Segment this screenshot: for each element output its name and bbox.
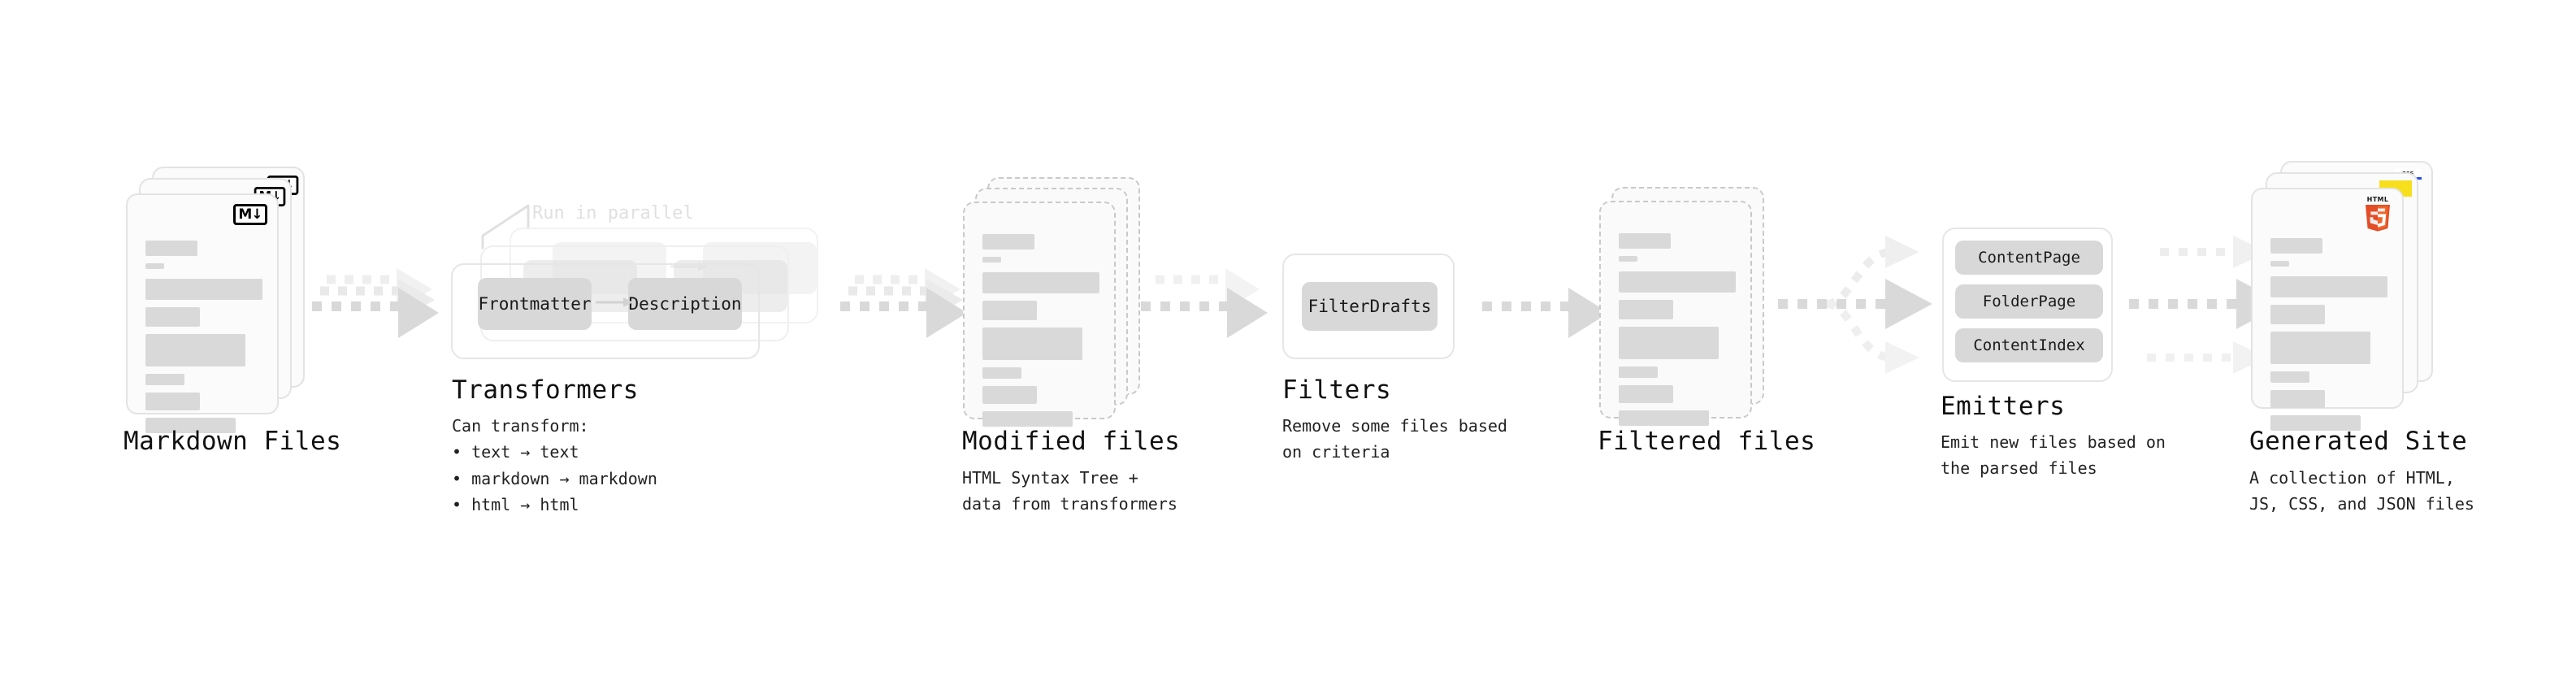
filtered-placeholder-bars (1619, 233, 1736, 433)
transformers-layer-stack: Frontmatter Description (451, 228, 833, 366)
chip-contentindex[interactable]: ContentIndex (1955, 328, 2103, 362)
filters-title: Filters (1282, 375, 1392, 405)
modified-files-card-stack (963, 177, 1142, 427)
modified-sheet-front (963, 202, 1116, 427)
markdown-files-title: Markdown Files (124, 427, 342, 456)
transformers-box-front (451, 263, 760, 359)
generated-site-title: Generated Site (2249, 427, 2468, 456)
arrow-markdown-to-transformers (309, 268, 439, 358)
filters-box: FilterDrafts (1282, 254, 1455, 359)
arrow-filtered-to-emitters (1778, 232, 1932, 379)
markdown-placeholder-bars (145, 241, 262, 440)
markdown-badge-front: M↓ (233, 204, 267, 225)
html5-badge: HTML (2361, 194, 2394, 232)
transformers-arrow-front (596, 297, 633, 307)
site-sheet-front: HTML (2251, 188, 2404, 431)
transformers-subtitle: Can transform: • text → text • markdown … (452, 416, 657, 515)
chip-folderpage[interactable]: FolderPage (1955, 284, 2103, 319)
modified-files-subtitle: HTML Syntax Tree + data from transformer… (962, 468, 1177, 514)
markdown-sheet-front: M↓ (126, 193, 279, 433)
generated-site-card-stack: CSS HTML (2251, 161, 2438, 431)
svg-text:HTML: HTML (2367, 196, 2389, 203)
site-placeholder-bars (2270, 238, 2387, 438)
run-in-parallel-label: Run in parallel (532, 203, 694, 223)
markdown-files-card-stack: M↓ M↓ M↓ (126, 167, 305, 433)
chip-filterdrafts[interactable]: FilterDrafts (1302, 282, 1438, 331)
modified-placeholder-bars (982, 234, 1099, 434)
run-in-parallel-bracket (481, 197, 562, 254)
arrow-transformers-to-modified (837, 268, 967, 358)
generated-site-subtitle: A collection of HTML, JS, CSS, and JSON … (2249, 468, 2474, 514)
filtered-sheet-front (1599, 201, 1752, 426)
transformers-title: Transformers (452, 375, 639, 405)
chip-frontmatter[interactable]: Frontmatter (478, 278, 592, 330)
emitters-subtitle: Emit new files based on the parsed files (1941, 432, 2166, 479)
filters-subtitle: Remove some files based on criteria (1282, 416, 1507, 462)
emitters-title: Emitters (1941, 392, 2066, 421)
arrow-modified-to-filters (1138, 268, 1268, 359)
filtered-files-title: Filtered files (1598, 427, 1816, 456)
arrow-filters-to-filtered (1479, 270, 1609, 359)
modified-files-title: Modified files (962, 427, 1181, 456)
chip-description[interactable]: Description (628, 278, 742, 330)
chip-contentpage[interactable]: ContentPage (1955, 241, 2103, 275)
filtered-files-card-stack (1599, 187, 1778, 426)
emitters-box: ContentPage FolderPage ContentIndex (1942, 228, 2113, 382)
